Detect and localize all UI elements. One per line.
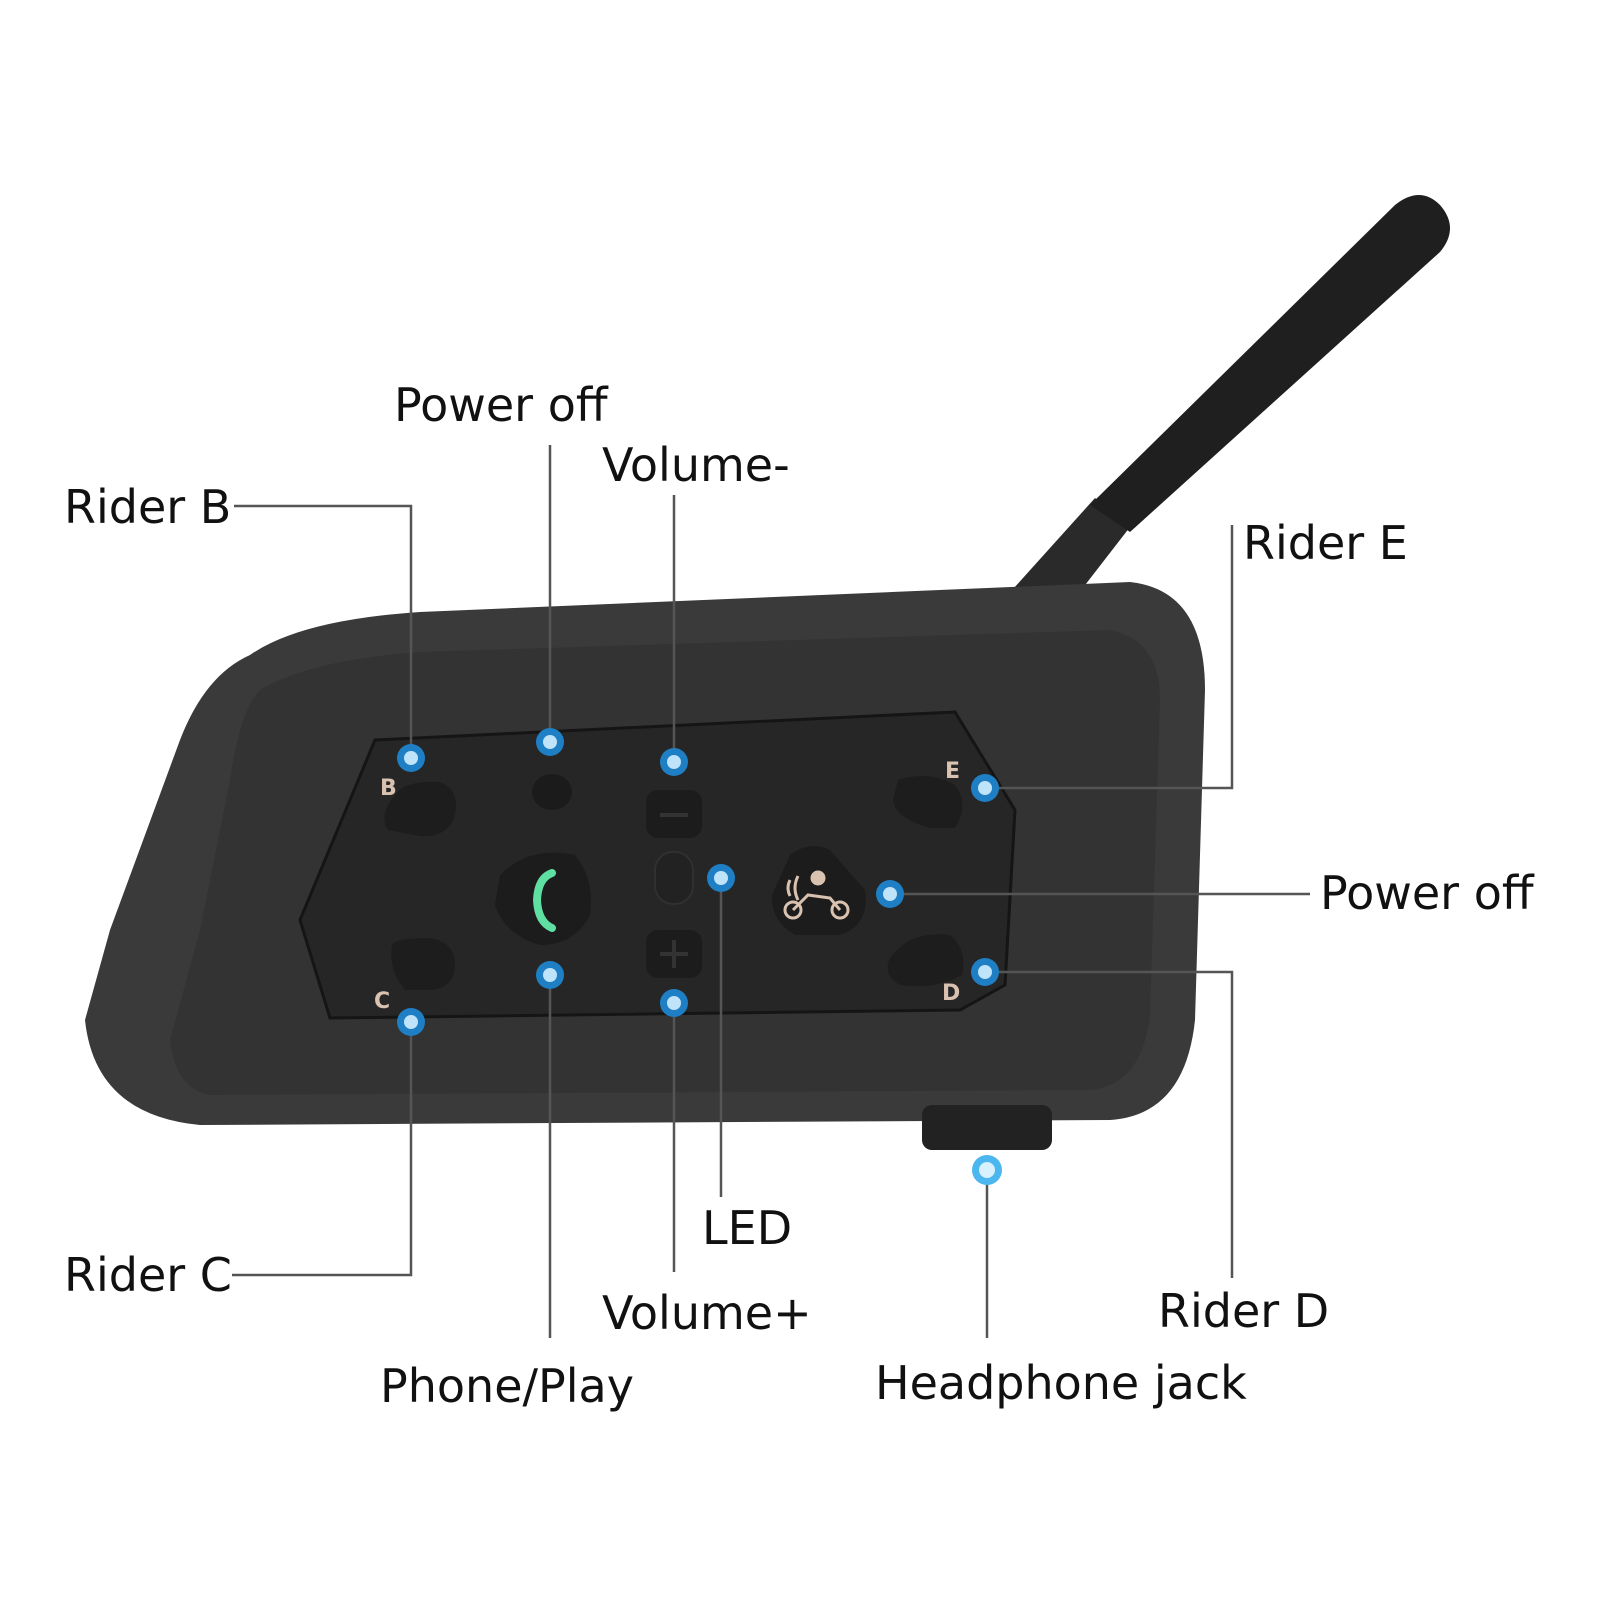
plus-icon [660,940,688,968]
label-volume-minus: Volume- [602,438,790,492]
marker-rider-e [971,774,999,802]
label-phone-play: Phone/Play [380,1359,634,1413]
marker-rider-d [971,958,999,986]
label-rider-c: Rider C [64,1248,232,1302]
label-headphone-jack: Headphone jack [875,1356,1247,1410]
power-off-button-right[interactable] [771,846,866,935]
power-off-button-top[interactable] [532,774,572,810]
label-rider-e: Rider E [1243,516,1408,570]
leader-rider-b [234,504,413,758]
leader-rider-c [232,1022,413,1277]
label-power-off-top: Power off [394,378,608,432]
leader-rider-e [985,525,1234,790]
rider-c-button[interactable] [391,938,455,990]
marker-power-off-top [536,728,564,756]
marker-headphone-jack [972,1155,1002,1185]
motorcycle-rider-icon [783,870,850,920]
key-letter-b: B [380,776,397,801]
rider-e-button[interactable] [893,776,963,828]
marker-volume-minus [660,748,688,776]
label-power-off-right: Power off [1320,866,1534,920]
marker-volume-plus [660,989,688,1017]
label-rider-b: Rider B [64,480,232,534]
marker-rider-c [397,1008,425,1036]
marker-led [707,864,735,892]
leader-lines [232,445,1310,1338]
headphone-jack [922,1105,1052,1150]
leader-rider-d [985,970,1234,1278]
key-letter-d: D [942,981,960,1006]
rider-b-button[interactable] [384,781,456,837]
led-indicator [654,851,694,905]
marker-phone-play [536,961,564,989]
marker-rider-b [397,744,425,772]
key-letter-c: C [374,989,390,1014]
phone-handset-icon [532,869,556,932]
phone-play-button[interactable] [495,852,591,946]
rider-d-button[interactable] [887,934,964,987]
key-letter-e: E [945,759,960,784]
marker-power-off-right [876,880,904,908]
label-volume-plus: Volume+ [602,1286,812,1340]
label-rider-d: Rider D [1158,1284,1330,1338]
callout-markers [397,728,1002,1185]
label-led: LED [702,1201,793,1255]
